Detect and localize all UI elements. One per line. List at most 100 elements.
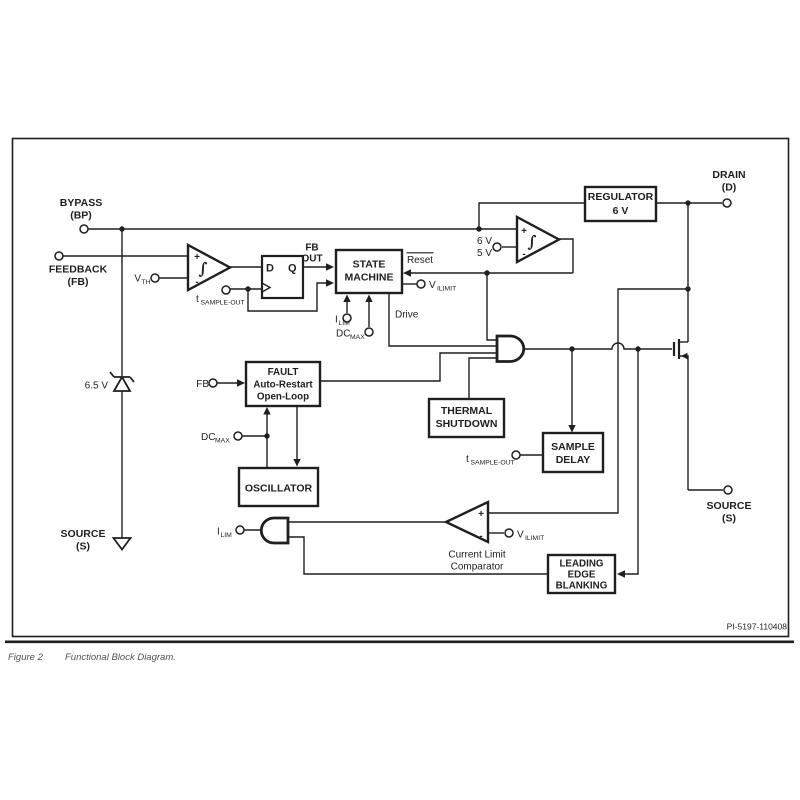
thermal-line1: THERMAL bbox=[441, 405, 493, 417]
drain-pin: (D) bbox=[722, 182, 737, 194]
reset-label: Reset bbox=[407, 255, 433, 266]
arrow-dcmax-into-fault bbox=[263, 407, 271, 415]
clc-caption-line2: Comparator bbox=[451, 562, 504, 573]
ilim-sm-sub: LIM bbox=[339, 320, 351, 327]
fb-comp-minus: - bbox=[195, 277, 198, 288]
leb-feed-wire bbox=[625, 349, 639, 575]
source-left-pin: (S) bbox=[76, 541, 90, 553]
zener-anode-triangle bbox=[112, 375, 132, 392]
mosfet bbox=[672, 339, 681, 359]
drain-label: DRAIN bbox=[712, 169, 745, 181]
comparator-to-and-wire bbox=[486, 273, 496, 341]
dcmax-sm-node bbox=[364, 327, 374, 337]
drive-wire bbox=[388, 293, 496, 347]
sample-delay-block bbox=[541, 431, 605, 474]
bypass-terminal bbox=[79, 224, 89, 234]
leb-line2: EDGE bbox=[568, 570, 596, 581]
vilimit-sm-sub: ILIMIT bbox=[437, 286, 456, 293]
ilim-sm-label: I bbox=[335, 315, 338, 326]
diagram-border bbox=[11, 137, 790, 638]
drain-sense-wire bbox=[489, 288, 688, 514]
tsample-ff-sub: SAMPLE-OUT bbox=[201, 300, 245, 307]
ff-q-label: Q bbox=[288, 263, 297, 275]
ff-d-label: D bbox=[266, 263, 274, 275]
source-ground-arrow bbox=[111, 537, 133, 552]
state-machine-block bbox=[334, 248, 404, 295]
leb-out-wire bbox=[289, 536, 547, 575]
vilimit-sm-node bbox=[416, 279, 426, 289]
tsample-delay-node bbox=[511, 450, 521, 460]
clc-minus: - bbox=[479, 531, 482, 542]
ilim-gate-sub: LIM bbox=[221, 532, 233, 539]
bp-comp-minus: - bbox=[522, 249, 525, 260]
zener-diode bbox=[109, 371, 135, 392]
ilim-sm-node bbox=[342, 313, 352, 323]
figure-caption: Functional Block Diagram. bbox=[65, 652, 176, 663]
state-machine-line1: STATE bbox=[353, 259, 386, 271]
arrow-dcmax-into-sm bbox=[365, 294, 373, 302]
terminal-circles bbox=[54, 198, 733, 538]
ref-5v-label: 5 V bbox=[477, 248, 492, 259]
bypass-comparator bbox=[515, 214, 562, 265]
bp-comparator-out-wire bbox=[559, 238, 574, 273]
fault-line3: Open-Loop bbox=[257, 392, 309, 403]
oscillator-label: OSCILLATOR bbox=[245, 483, 313, 495]
regulator-input-wire bbox=[478, 202, 584, 229]
dcmax-fault-sub: MAX bbox=[215, 438, 230, 445]
vilimit-clc-sub: ILIMIT bbox=[525, 535, 544, 542]
fb-out-line2: OUT bbox=[301, 254, 322, 265]
drain-terminal bbox=[722, 198, 732, 208]
bypass-label: BYPASS bbox=[60, 197, 102, 209]
arrow-reset-into-sm bbox=[403, 269, 411, 277]
thermal-wire bbox=[468, 357, 496, 399]
mosfet-source-arrow bbox=[681, 352, 688, 360]
arrow-fault-into-oscillator bbox=[293, 459, 301, 467]
arrow-into-leb bbox=[617, 570, 625, 578]
fb-comp-plus: + bbox=[194, 252, 200, 263]
current-limit-comparator bbox=[443, 500, 490, 544]
sample-delay-line2: DELAY bbox=[556, 454, 591, 466]
vth-node bbox=[150, 273, 160, 283]
regulator-line1: REGULATOR bbox=[588, 191, 654, 203]
bp-comp-hysteresis-icon: ∫ bbox=[527, 232, 536, 251]
dcmax-sm-label: DC bbox=[336, 329, 350, 340]
regulator-block bbox=[583, 185, 658, 223]
arrow-fb-into-fault bbox=[237, 379, 245, 387]
tsample-delay-sub: SAMPLE-OUT bbox=[471, 460, 515, 467]
arrow-ilim-into-sm bbox=[343, 294, 351, 302]
source-right-label: SOURCE bbox=[707, 500, 752, 512]
tsample-ff-label: t bbox=[196, 294, 199, 305]
mosfet-source-lead bbox=[679, 355, 689, 490]
dcmax-sm-sub: MAX bbox=[350, 334, 365, 341]
fault-out-wire bbox=[321, 352, 496, 382]
feedback-terminal bbox=[54, 251, 64, 261]
feedback-pin: (FB) bbox=[68, 276, 89, 288]
fb-comp-hysteresis-icon: ∫ bbox=[198, 259, 207, 278]
tsample-delay-label: t bbox=[466, 454, 469, 465]
gate-drive-wire bbox=[525, 342, 672, 350]
clock-input-icon bbox=[261, 282, 272, 293]
fb-fault-label: FB bbox=[196, 379, 209, 390]
leb-line3: BLANKING bbox=[556, 581, 608, 592]
fault-line1: FAULT bbox=[268, 367, 299, 378]
fault-line2: Auto-Restart bbox=[253, 380, 313, 391]
tsample-branch-wire bbox=[247, 282, 327, 312]
vth-label: V bbox=[134, 274, 141, 285]
d-flip-flop bbox=[260, 254, 305, 300]
fb-fault-node bbox=[208, 378, 218, 388]
feedback-comparator bbox=[186, 242, 233, 293]
gate-drive-and-gate bbox=[495, 334, 526, 363]
clc-caption-line1: Current Limit bbox=[448, 550, 505, 561]
clc-plus: + bbox=[478, 509, 484, 520]
ilim-and-gate bbox=[259, 516, 290, 545]
feedback-label: FEEDBACK bbox=[49, 264, 108, 276]
ref-6v-label: 6 V bbox=[477, 236, 492, 247]
fb-out-line1: FB bbox=[305, 243, 318, 254]
leading-edge-blanking-block bbox=[546, 553, 617, 595]
ref-6v5v-node bbox=[492, 242, 502, 252]
fault-block bbox=[244, 360, 322, 408]
oscillator-block bbox=[237, 466, 320, 508]
source-left-label: SOURCE bbox=[61, 528, 106, 540]
leb-line1: LEADING bbox=[559, 559, 603, 570]
drawing-number: PI-5197-110408 bbox=[727, 622, 788, 632]
